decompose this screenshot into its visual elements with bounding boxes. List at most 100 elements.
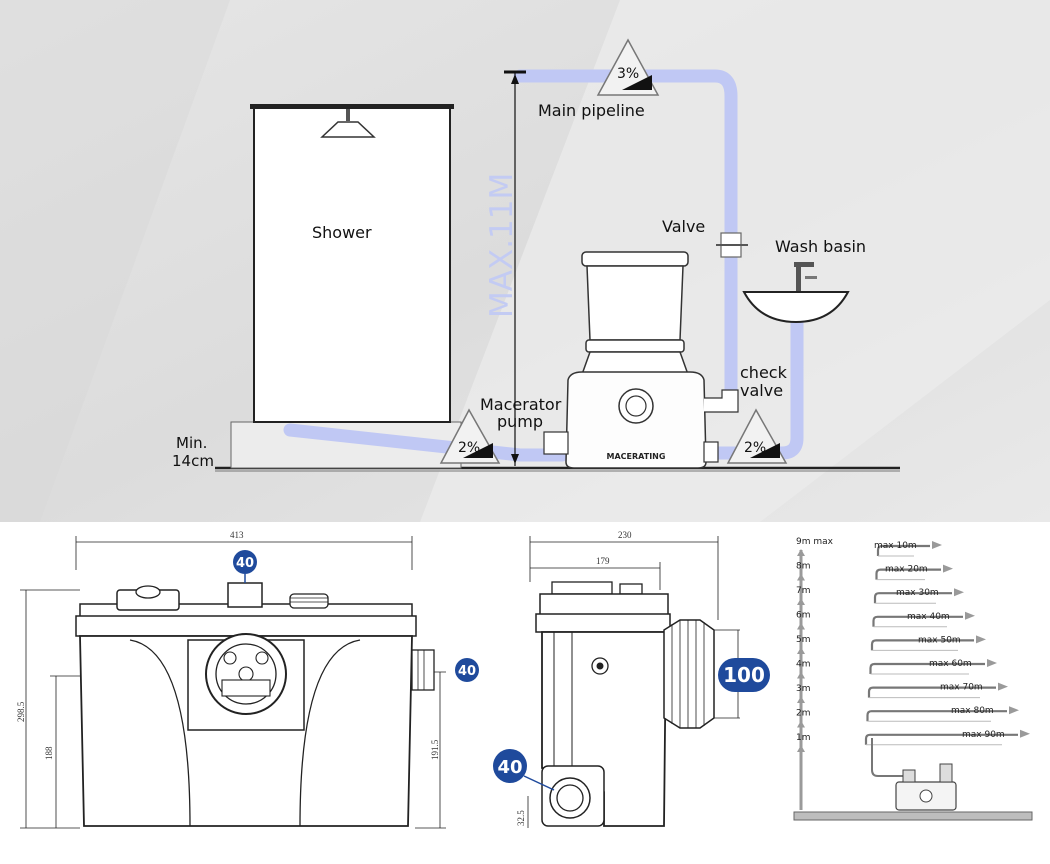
chart-distance-arrow-7	[998, 682, 1008, 691]
chart-distance-label-9: max 90m	[962, 730, 1005, 740]
chart-height-arrow-3	[797, 598, 805, 605]
chart-ground	[793, 811, 1033, 821]
max-height-label: MAX.11M	[484, 173, 520, 318]
chart-height-arrow-4	[797, 622, 805, 630]
chart-pump-inlet	[902, 769, 916, 783]
chart-distance-label-1: max 10m	[874, 541, 917, 551]
side-inlet-badge: 100	[718, 658, 770, 692]
chart-height-arrow-7	[797, 696, 805, 703]
chart-distance-label-2: max 20m	[885, 565, 928, 575]
side-width-dim: 230	[618, 530, 632, 540]
valve-label: Valve	[662, 217, 705, 236]
check-valve-label-1: check	[740, 363, 788, 382]
chart-distance-label-8: max 80m	[951, 706, 994, 716]
chart-route-line-4	[872, 615, 963, 627]
front-top-inlet-label: 40	[236, 556, 254, 571]
toilet-icon	[578, 251, 692, 381]
min-height-label-2: 14cm	[172, 452, 214, 470]
macerator-label-1: Macerator	[480, 395, 562, 414]
chart-distance-arrow-8	[1009, 706, 1019, 715]
pump-performance-chart: 9m max 8m 7m 6m 5m 4m 3m 2m 1m max 10m max 20m max …	[793, 537, 1033, 821]
shower-head-icon	[320, 109, 376, 138]
chart-distance-arrow-9	[1020, 729, 1030, 738]
chart-distance-label-3: max 30m	[896, 588, 939, 598]
chart-height-arrow-9	[797, 745, 805, 752]
chart-pump-port	[919, 789, 933, 803]
side-outlet-leader	[523, 775, 555, 791]
chart-height-tick-1: 9m max	[796, 537, 834, 547]
chart-route-line-1	[876, 544, 930, 556]
chart-route-line-6	[869, 662, 985, 674]
brand-label: MACERATING	[607, 452, 666, 461]
side-inlet-label: 100	[723, 663, 765, 687]
chart-distance-label-5: max 50m	[918, 635, 961, 645]
slope-marker-left: 2%	[439, 408, 501, 464]
chart-height-tick-2: 8m	[796, 562, 811, 572]
min-height-label-1: Min.	[176, 434, 207, 452]
side-outlet-label: 40	[497, 757, 522, 778]
chart-height-tick-8: 2m	[796, 709, 811, 719]
side-view-drawing	[527, 536, 740, 828]
chart-distance-arrow-4	[965, 611, 975, 620]
chart-height-arrow-1	[797, 549, 805, 556]
wash-basin-icon	[742, 262, 850, 324]
front-view-drawing	[20, 536, 446, 829]
pipe-system	[283, 69, 804, 462]
side-body-dim: 179	[596, 556, 610, 566]
macerator-label-2: pump	[497, 412, 543, 431]
front-side-inlet-label: 40	[458, 664, 476, 679]
shower-cabin	[253, 107, 451, 423]
slope-marker-right: 2%	[726, 408, 788, 464]
chart-distance-label-7: max 70m	[940, 683, 983, 693]
chart-height-tick-7: 3m	[796, 684, 811, 694]
front-side-inlet-badge: 40	[455, 658, 479, 682]
slope-left-label: 2%	[458, 440, 480, 456]
front-width-dim: 413	[230, 530, 244, 540]
chart-route-line-9	[864, 733, 1018, 745]
chart-route-line-2	[875, 568, 941, 580]
shower-label: Shower	[312, 223, 372, 242]
slope-marker-top: 3%	[596, 38, 660, 96]
shower-top	[250, 104, 454, 109]
chart-riser	[871, 738, 904, 777]
chart-height-arrow-6	[797, 671, 805, 679]
chart-route-line-7	[867, 686, 996, 698]
chart-pump-outlet	[939, 763, 953, 783]
main-pipeline-label: Main pipeline	[538, 101, 645, 120]
arrow-down	[511, 454, 519, 464]
chart-height-arrow-8	[797, 720, 805, 728]
check-valve-label-2: valve	[740, 381, 783, 400]
chart-height-tick-4: 6m	[796, 611, 811, 621]
slope-top-label: 3%	[617, 66, 639, 82]
chart-height-tick-6: 4m	[796, 660, 811, 670]
front-height-dim: 298.5	[16, 701, 26, 722]
arrow-up	[511, 74, 519, 84]
chart-distance-arrow-5	[976, 635, 986, 644]
chart-route-line-5	[870, 639, 974, 651]
macerator-pump-icon: MACERATING	[543, 371, 739, 469]
chart-height-tick-3: 7m	[796, 586, 811, 596]
front-inlet-height-dim: 188	[44, 746, 54, 760]
chart-height-tick-9: 1m	[796, 733, 811, 743]
front-top-inlet-badge: 40	[233, 550, 257, 574]
chart-height-arrow-2	[797, 573, 805, 581]
chart-distance-arrow-2	[943, 564, 953, 573]
chart-distance-label-4: max 40m	[907, 612, 950, 622]
chart-route-line-3	[873, 592, 952, 604]
side-outlet-height-dim: 32.5	[516, 810, 526, 826]
slope-right-label: 2%	[744, 440, 766, 456]
chart-height-tick-5: 5m	[796, 635, 811, 645]
chart-distance-arrow-6	[987, 659, 997, 667]
shadow-beam	[0, 0, 230, 522]
chart-distance-label-6: max 60m	[929, 659, 972, 669]
side-outlet-badge: 40	[493, 749, 527, 783]
valve-icon	[716, 232, 748, 258]
chart-route-line-8	[866, 710, 1007, 722]
front-right-height-dim: 191.5	[430, 739, 440, 760]
wash-basin-label: Wash basin	[775, 237, 866, 256]
chart-distance-arrow-3	[954, 588, 964, 597]
chart-distance-arrow-1	[932, 541, 942, 549]
chart-height-arrow-5	[797, 647, 805, 654]
